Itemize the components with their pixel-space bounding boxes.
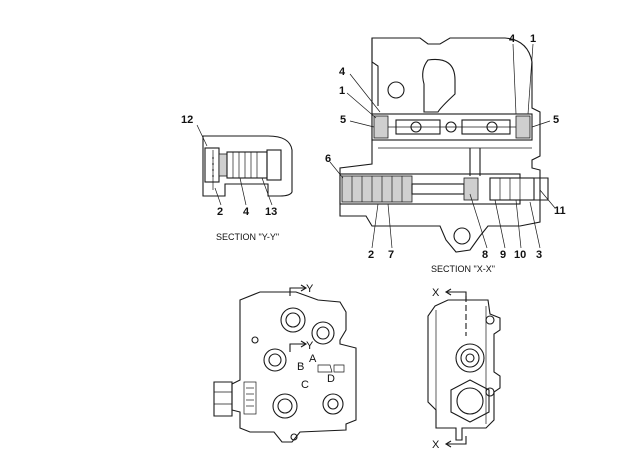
side-view-x-mark-top: X	[432, 287, 440, 299]
xx-callout-2: 2	[368, 249, 374, 261]
xx-callout-5-right: 5	[553, 114, 559, 126]
xx-callout-9: 9	[500, 249, 506, 261]
side-view-x-mark-bottom: X	[432, 439, 440, 451]
yy-callout-2: 2	[217, 206, 223, 218]
xx-callout-8: 8	[482, 249, 488, 261]
section-yy-view	[196, 124, 293, 206]
side-view	[427, 288, 501, 448]
xx-callout-3: 3	[536, 249, 542, 261]
xx-callout-10: 10	[514, 249, 526, 261]
xx-callout-4-left: 4	[339, 66, 346, 78]
xx-callout-7: 7	[388, 249, 394, 261]
section-xx-caption: SECTION "X-X"	[431, 264, 495, 274]
xx-callout-4: 4	[509, 33, 516, 45]
section-yy-caption: SECTION "Y-Y"	[216, 232, 279, 242]
section-xx-view	[329, 37, 556, 253]
yy-callout-12: 12	[181, 114, 193, 126]
front-view-y-mark-top: Y	[306, 283, 314, 295]
xx-callout-1-top-right: 1	[530, 33, 536, 45]
port-b-label: B	[297, 361, 304, 373]
port-c-label: C	[301, 379, 309, 391]
yy-callout-13: 13	[265, 206, 277, 218]
xx-callout-1-left: 1	[339, 85, 345, 97]
yy-callout-4: 4	[243, 206, 250, 218]
front-view	[213, 284, 357, 443]
xx-callout-6: 6	[325, 153, 331, 165]
front-view-y-mark-mid: Y	[306, 340, 314, 352]
port-d-label: D	[327, 373, 335, 385]
xx-callout-11: 11	[554, 205, 566, 217]
port-a-label: A	[309, 353, 317, 365]
xx-callout-5-left: 5	[340, 114, 346, 126]
